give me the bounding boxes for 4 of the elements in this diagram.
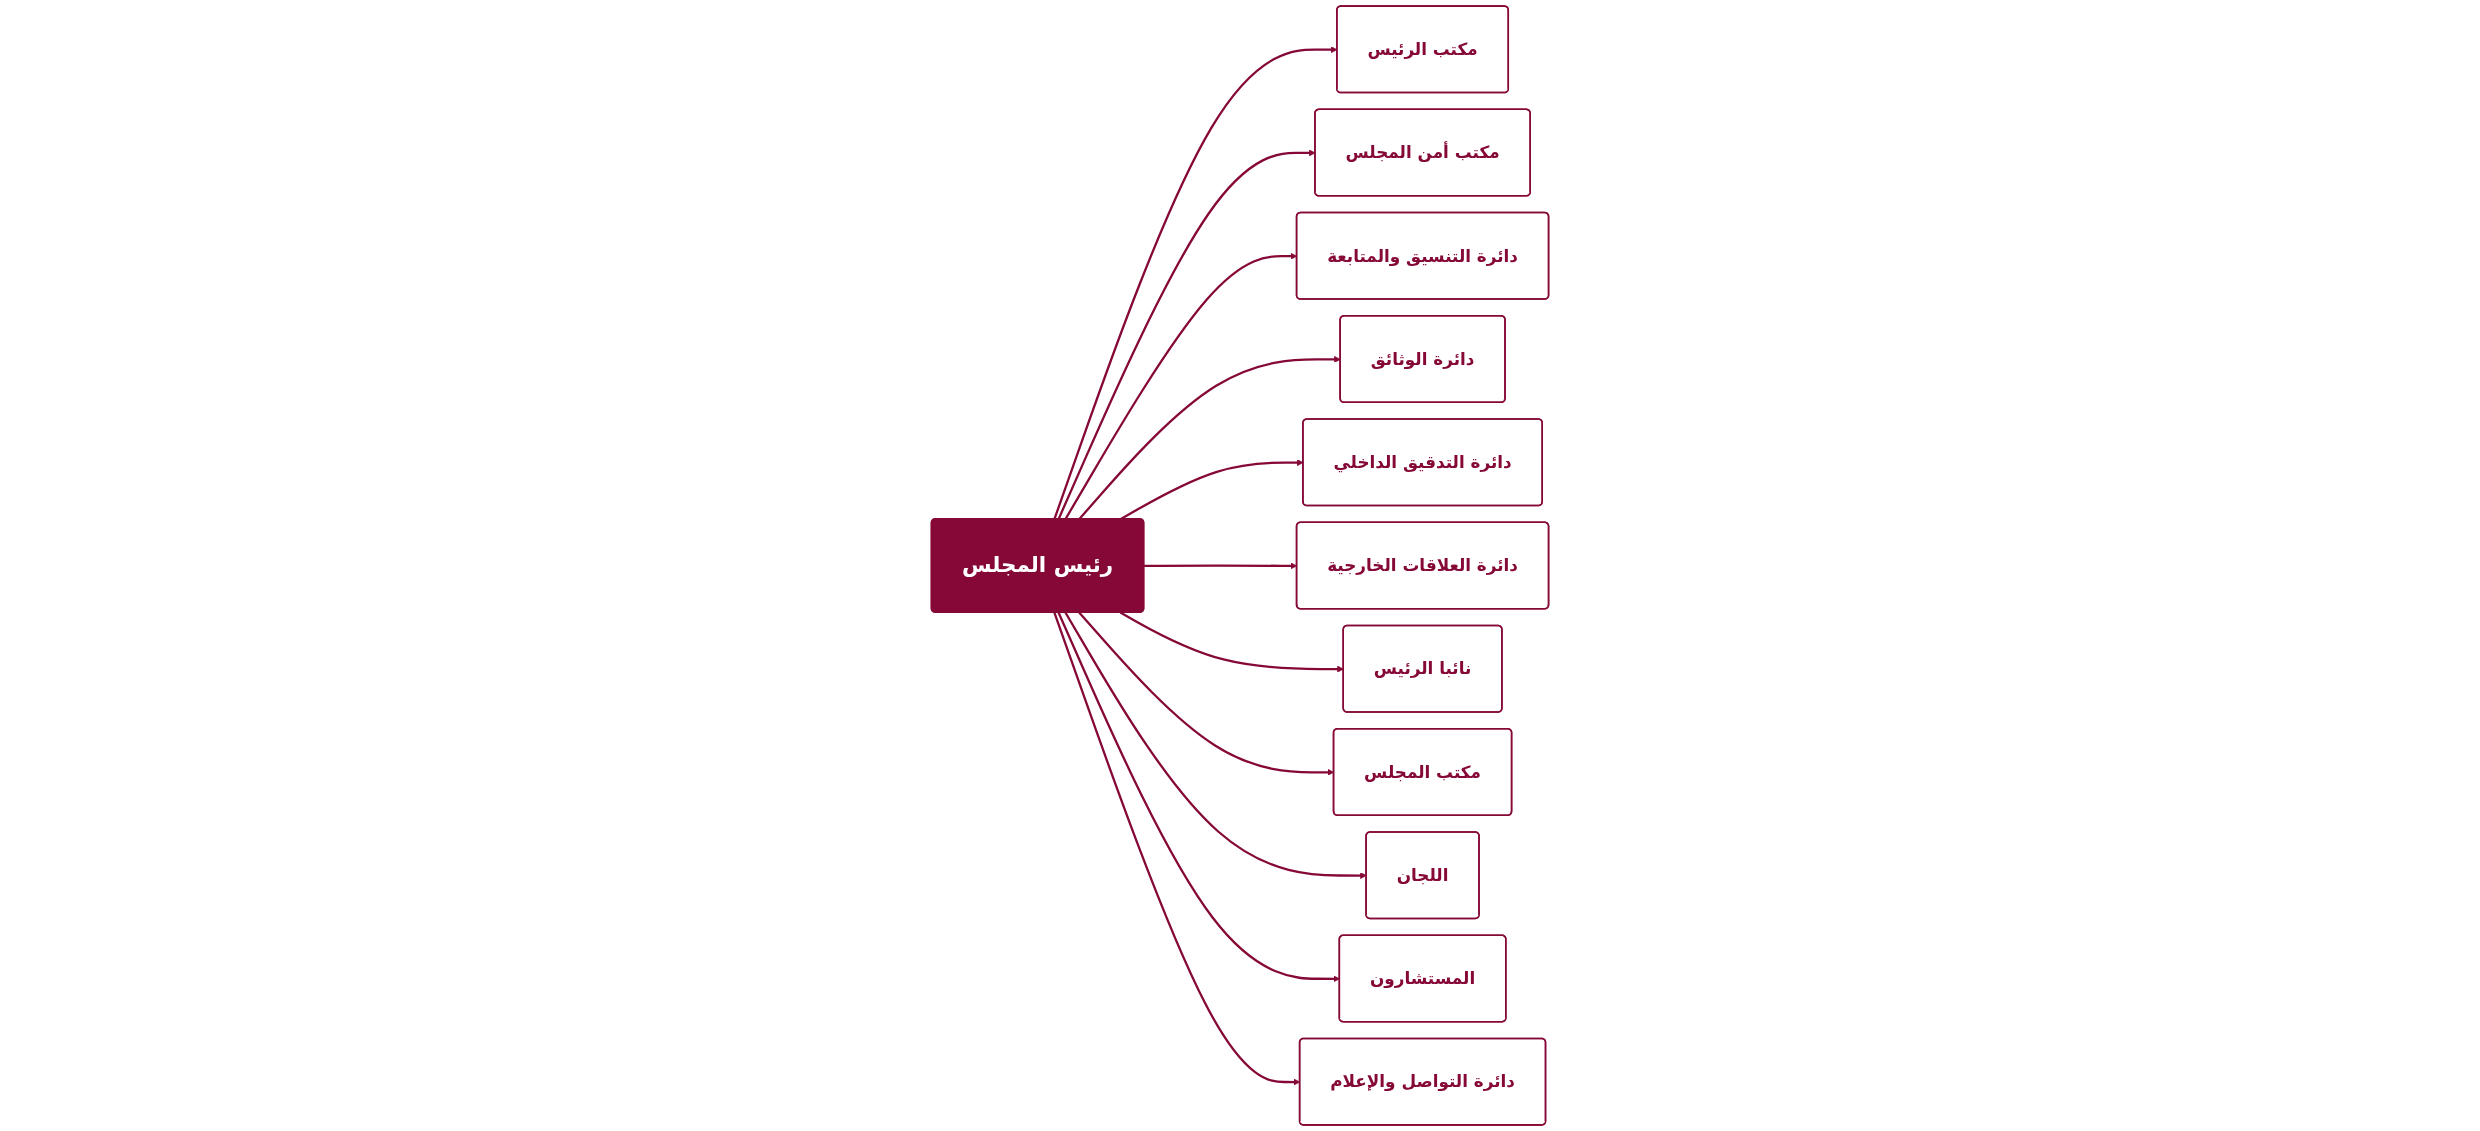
arrow bbox=[1119, 611, 1344, 673]
arrow bbox=[1064, 611, 1367, 879]
arrow bbox=[1078, 356, 1341, 520]
arrow bbox=[1057, 612, 1340, 983]
